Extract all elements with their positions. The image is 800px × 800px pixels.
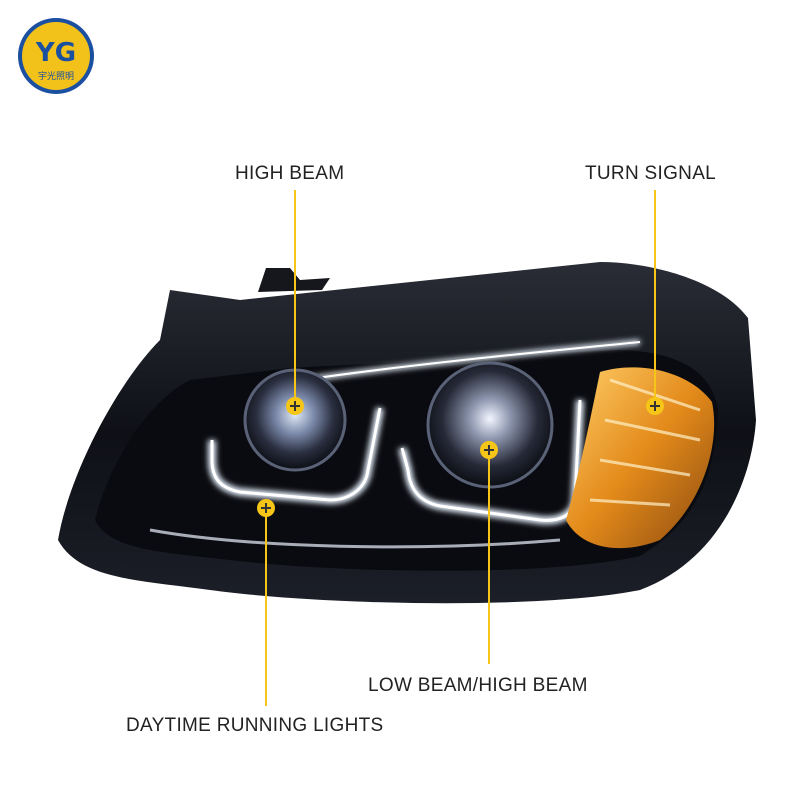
turn-signal-lens: [566, 367, 715, 549]
svg-text:YG: YG: [35, 38, 76, 68]
brand-logo: YG 宇光照明: [18, 18, 94, 94]
high-beam-label: HIGH BEAM: [235, 163, 345, 184]
daytime-running-lights-label: DAYTIME RUNNING LIGHTS: [126, 715, 384, 736]
low-high-beam-marker: [480, 441, 498, 459]
drl-marker: [257, 499, 275, 517]
turn-signal-marker: [646, 397, 664, 415]
turn-signal-label: TURN SIGNAL: [585, 163, 717, 184]
svg-text:宇光照明: 宇光照明: [38, 70, 74, 82]
high-beam-marker: [286, 397, 304, 415]
low-high-beam-label: LOW BEAM/HIGH BEAM: [368, 675, 588, 696]
